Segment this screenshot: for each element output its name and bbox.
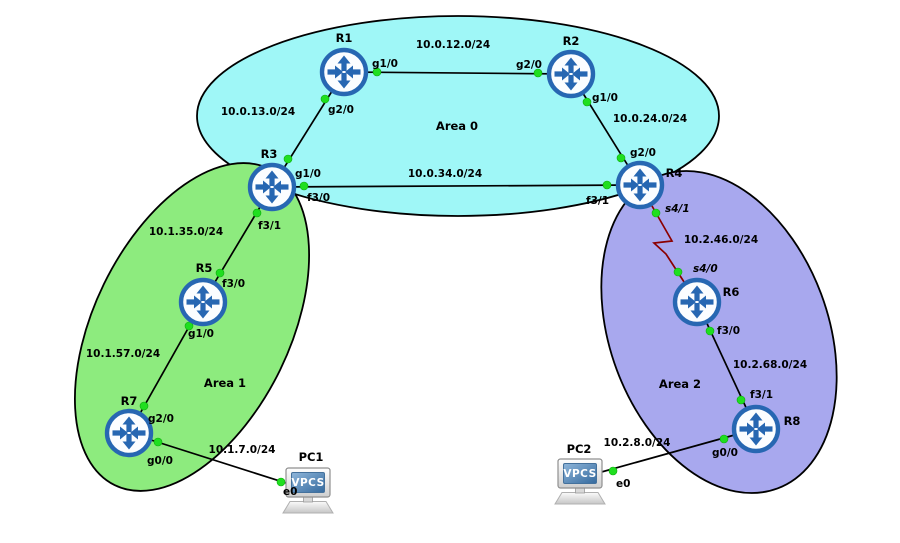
port-dot-r2-g1-0 — [582, 97, 592, 107]
router-icon — [107, 411, 151, 455]
net-10-1-35: 10.1.35.0/24 — [149, 226, 223, 238]
iface-pc1-e0: e0 — [283, 486, 297, 498]
router-r2[interactable]: R2 — [549, 34, 593, 96]
router-r3-label: R3 — [261, 147, 278, 161]
port-dot-r8-g0-0 — [719, 434, 729, 444]
router-r5[interactable]: R5 — [181, 261, 225, 324]
port-dot-r1-g2-0 — [320, 94, 330, 104]
router-icon — [181, 280, 225, 324]
router-r6-label: R6 — [723, 285, 740, 299]
net-10-2-68: 10.2.68.0/24 — [733, 359, 807, 371]
iface-r3-f3-0: f3/0 — [307, 192, 330, 204]
pc-pc2[interactable]: VPCS PC2 — [554, 442, 606, 505]
area2-label: Area 2 — [659, 377, 701, 391]
router-icon — [675, 280, 719, 324]
iface-r5-g1-0: g1/0 — [188, 328, 214, 340]
iface-r3-f3-1: f3/1 — [258, 220, 281, 232]
net-10-0-13: 10.0.13.0/24 — [221, 106, 295, 118]
port-dot-r6-f3-0 — [705, 326, 715, 336]
iface-r3-g1-0: g1/0 — [295, 168, 321, 180]
net-10-1-57: 10.1.57.0/24 — [86, 348, 160, 360]
router-r5-label: R5 — [196, 261, 213, 275]
router-icon — [549, 52, 593, 96]
iface-r4-g2-0: g2/0 — [630, 147, 656, 159]
port-dot-r5-g1-0 — [184, 321, 194, 331]
net-10-0-24: 10.0.24.0/24 — [613, 113, 687, 125]
iface-r4-s4-1: s4/1 — [665, 203, 690, 215]
router-r7[interactable]: R7 — [107, 394, 151, 455]
iface-r1-g1-0: g1/0 — [372, 58, 398, 70]
area1-label: Area 1 — [204, 376, 246, 390]
port-dot-r4-s4-1 — [651, 208, 661, 218]
area0-label: Area 0 — [436, 119, 478, 133]
pc1-screen-text: VPCS — [291, 477, 324, 489]
port-dot-r4-g2-0 — [616, 153, 626, 163]
pc2-screen-text: VPCS — [563, 468, 596, 480]
router-r2-label: R2 — [563, 34, 580, 48]
router-r8[interactable]: R8 — [734, 407, 800, 451]
pc-pc1[interactable]: VPCS PC1 — [282, 450, 334, 514]
port-dot-r3-g1-0 — [283, 154, 293, 164]
iface-r6-s4-0: s4/0 — [693, 263, 718, 275]
router-icon — [322, 50, 366, 94]
router-r1[interactable]: R1 — [322, 31, 366, 94]
iface-r4-f3-1: f3/1 — [586, 195, 609, 207]
router-r3[interactable]: R3 — [250, 147, 294, 209]
link-r3-r4[interactable] — [271, 184, 641, 188]
port-dot-r2-g2-0 — [533, 68, 543, 78]
router-icon — [618, 163, 662, 207]
net-10-1-7: 10.1.7.0/24 — [209, 444, 276, 456]
port-dot-r4-f3-1 — [602, 180, 612, 190]
iface-r8-f3-1: f3/1 — [750, 389, 773, 401]
router-r6[interactable]: R6 — [675, 280, 739, 324]
iface-pc2-e0: e0 — [616, 478, 630, 490]
router-r4-label: R4 — [666, 166, 683, 180]
pc2-label: PC2 — [567, 442, 592, 456]
router-r4[interactable]: R4 — [618, 163, 682, 207]
iface-r1-g2-0: g2/0 — [328, 104, 354, 116]
pc1-label: PC1 — [299, 450, 324, 464]
pc-icon — [554, 458, 606, 505]
net-10-2-46: 10.2.46.0/24 — [684, 234, 758, 246]
router-r1-label: R1 — [336, 31, 353, 45]
port-dot-r7-g2-0 — [139, 401, 149, 411]
router-r7-label: R7 — [121, 394, 138, 408]
iface-r7-g0-0: g0/0 — [147, 455, 173, 467]
net-10-0-12: 10.0.12.0/24 — [416, 39, 490, 51]
link-r1-r2[interactable] — [343, 71, 572, 75]
router-r8-label: R8 — [784, 414, 801, 428]
port-dot-pc1-e0 — [276, 477, 286, 487]
port-dot-r8-f3-1 — [736, 395, 746, 405]
router-icon — [250, 165, 294, 209]
port-dot-r1-g1-0 — [372, 67, 382, 77]
net-10-0-34: 10.0.34.0/24 — [408, 168, 482, 180]
iface-r6-f3-0: f3/0 — [717, 325, 740, 337]
port-dot-r3-f3-1 — [252, 208, 262, 218]
port-dot-r3-f3-0 — [299, 181, 309, 191]
net-10-2-8: 10.2.8.0/24 — [604, 437, 671, 449]
router-icon — [734, 407, 778, 451]
iface-r7-g2-0: g2/0 — [148, 413, 174, 425]
port-dot-r6-s4-0 — [673, 267, 683, 277]
iface-r5-f3-0: f3/0 — [222, 278, 245, 290]
port-dot-pc2-e0 — [608, 466, 618, 476]
iface-r8-g0-0: g0/0 — [712, 447, 738, 459]
port-dot-r7-g0-0 — [153, 437, 163, 447]
iface-r2-g1-0: g1/0 — [592, 92, 618, 104]
port-dot-r5-f3-0 — [215, 268, 225, 278]
iface-r2-g2-0: g2/0 — [516, 59, 542, 71]
